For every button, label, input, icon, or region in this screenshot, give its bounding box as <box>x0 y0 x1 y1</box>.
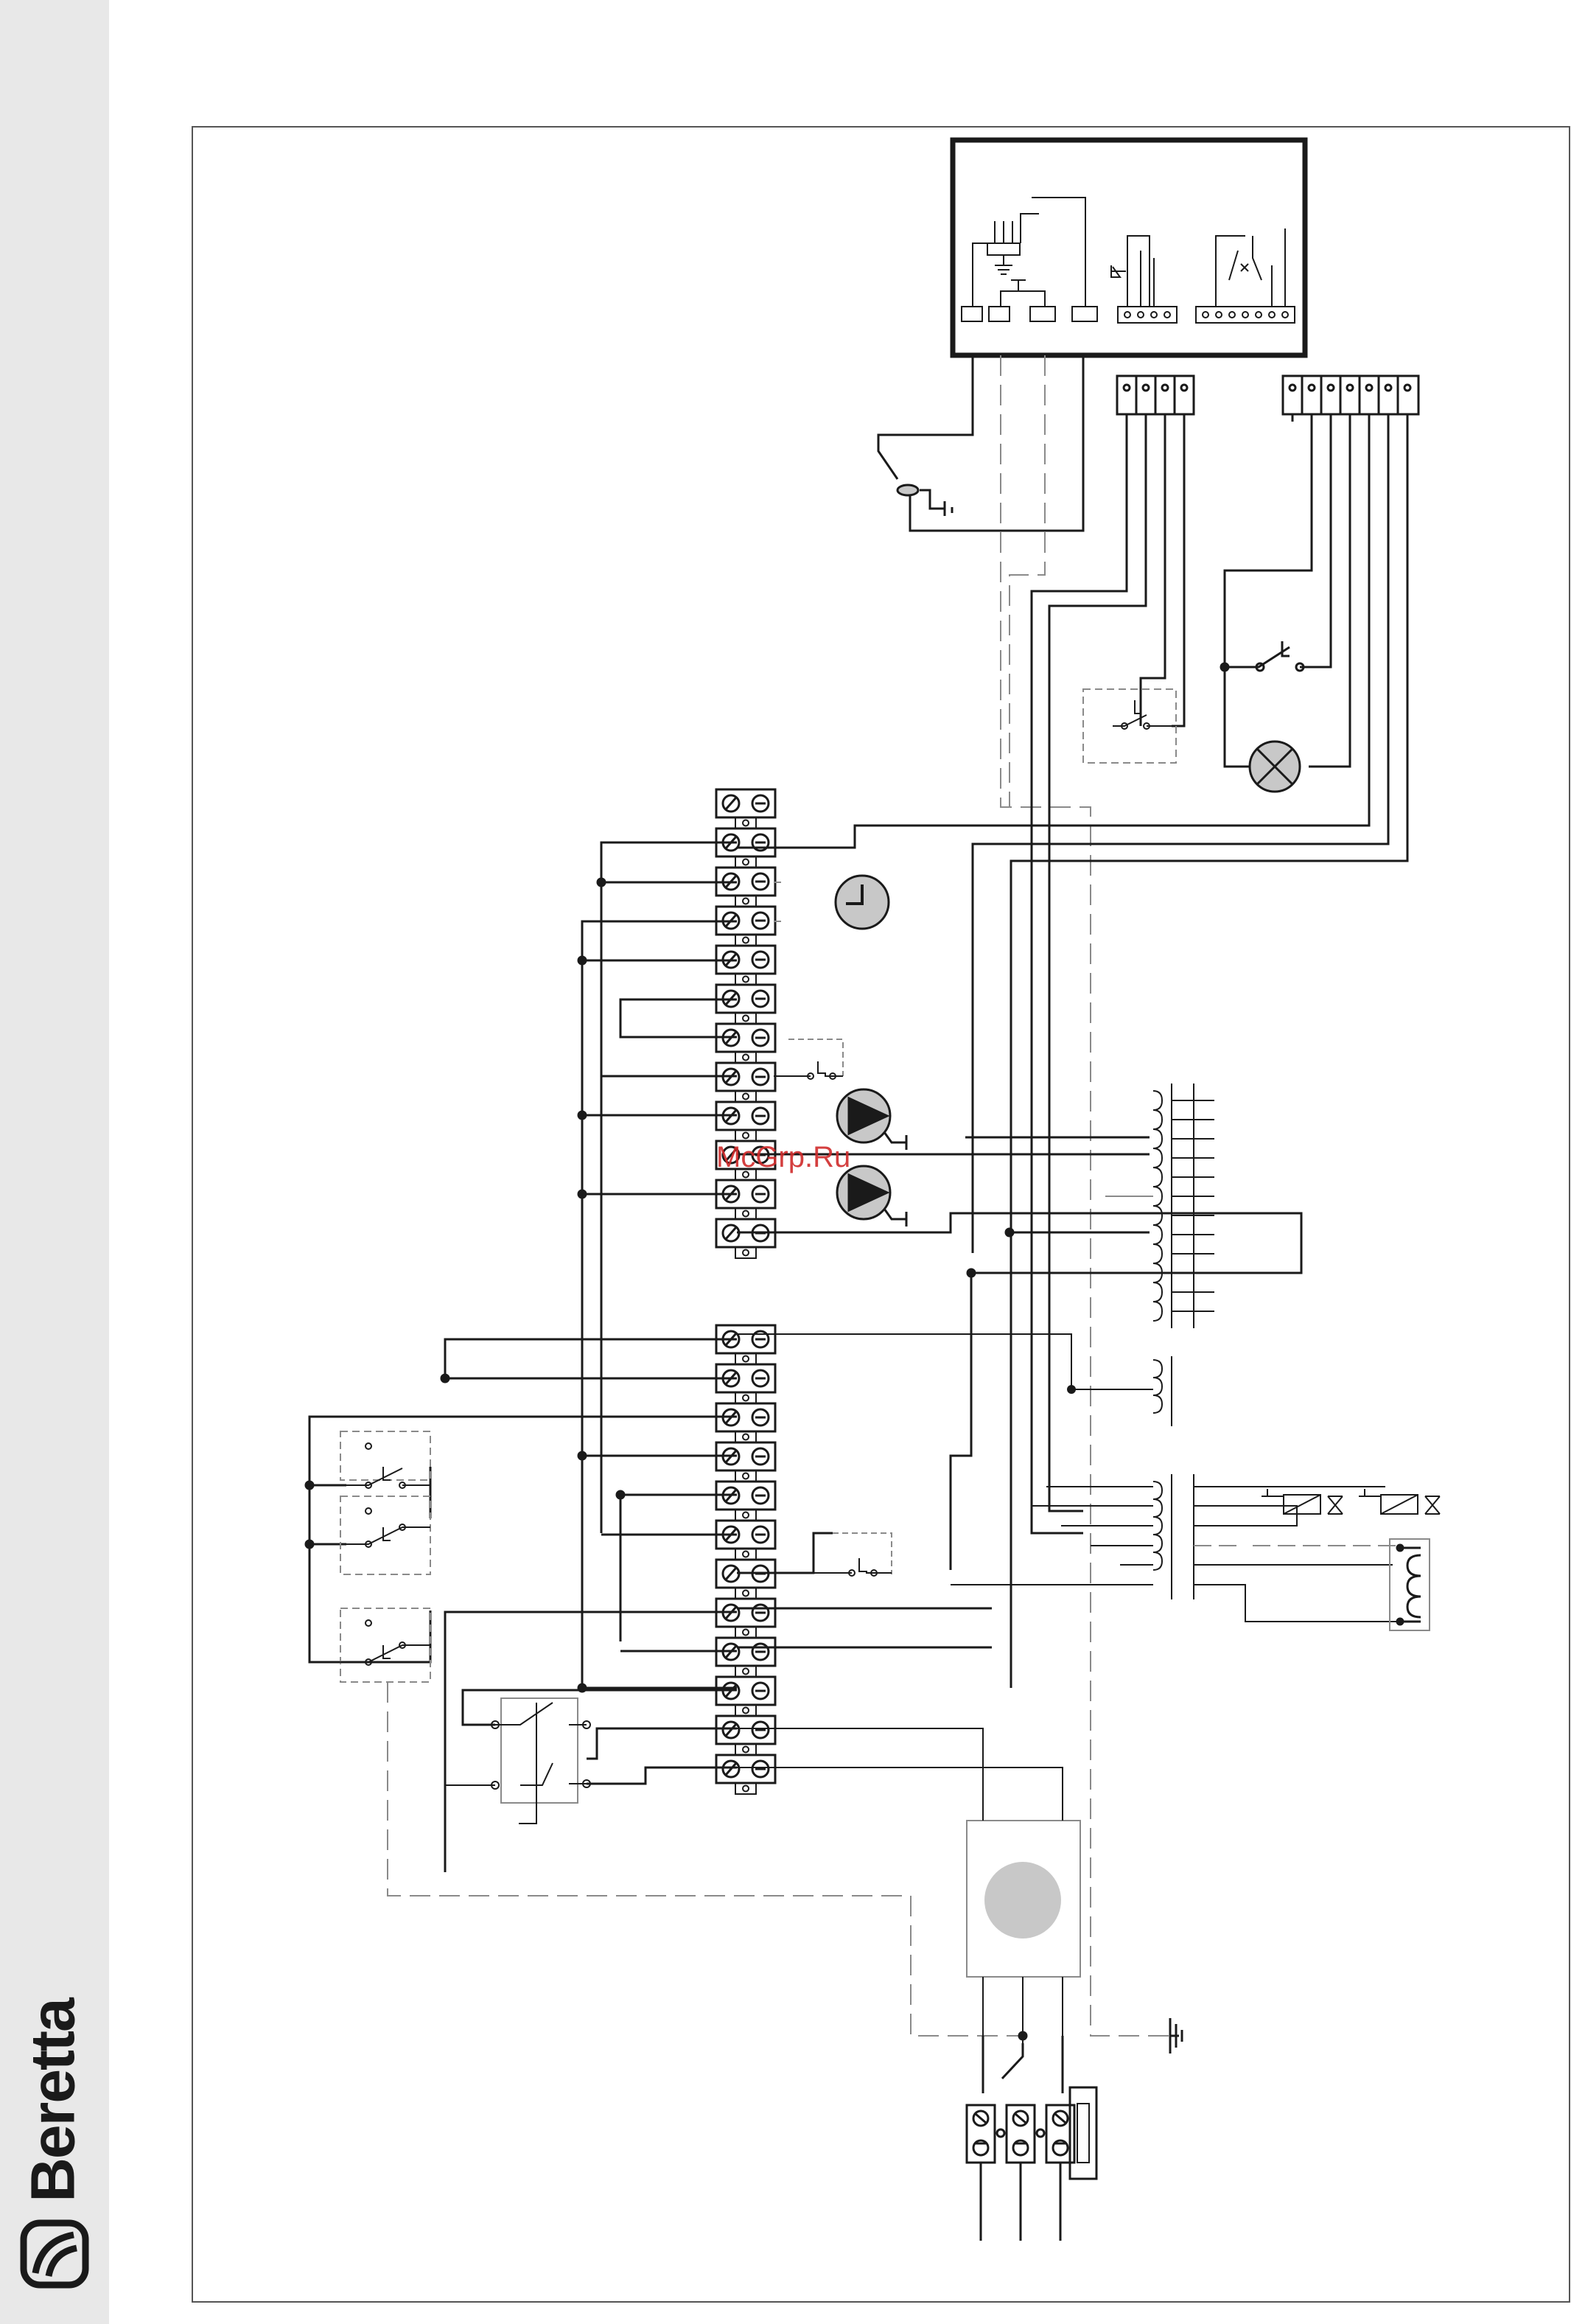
terminal <box>716 1482 775 1521</box>
terminal <box>716 1102 775 1141</box>
wires-lower-left <box>306 1339 992 1872</box>
dashed-earth-bottom <box>388 1682 1023 2036</box>
motor-icon <box>737 1728 1080 2043</box>
terminal <box>716 1180 775 1219</box>
terminal <box>716 1716 775 1755</box>
control-box-terminals-left <box>962 307 1097 321</box>
valve-icon <box>1359 1489 1440 1514</box>
ignition-electrode <box>878 355 1083 531</box>
terminal <box>716 789 775 828</box>
clock-icon <box>774 876 889 929</box>
heater-coil-icon <box>1390 1539 1430 1630</box>
terminal <box>716 1677 775 1716</box>
coil-icon <box>737 1334 1172 1426</box>
terminal <box>716 1599 775 1638</box>
connector-7pin <box>1283 376 1418 414</box>
double-switch-icon <box>445 1698 590 1824</box>
terminal-block-upper <box>716 789 775 1258</box>
terminal <box>716 1521 775 1560</box>
terminal <box>716 1219 775 1258</box>
terminal <box>716 1638 775 1677</box>
connector-4pin <box>1117 376 1194 414</box>
terminal <box>716 946 775 985</box>
wires-upper-left <box>578 842 1150 1688</box>
switch-icon <box>340 1496 430 1574</box>
terminal-block-lower <box>716 1325 775 1794</box>
thermostat-icon <box>814 1533 892 1576</box>
control-box-terminals-right <box>1196 307 1295 323</box>
control-box-relay-symbol <box>973 198 1285 307</box>
terminal <box>716 1560 775 1599</box>
terminal <box>716 1325 775 1364</box>
terminal <box>716 1364 775 1403</box>
watermark-text: McGrp.Ru <box>716 1141 850 1174</box>
terminal <box>716 907 775 946</box>
flow-switch <box>1083 689 1176 763</box>
terminal <box>716 868 775 907</box>
lamp-icon <box>1250 741 1300 792</box>
control-box-terminals-mid <box>1118 307 1177 323</box>
thermostat-icon <box>774 1039 843 1079</box>
terminal <box>716 1063 775 1102</box>
main-connector <box>1105 1084 1214 1328</box>
terminal <box>716 1442 775 1482</box>
pump-icon <box>837 1166 906 1226</box>
terminal <box>716 1755 775 1794</box>
wires-to-main-connector <box>951 1137 1301 1570</box>
terminal <box>716 1024 775 1063</box>
control-box <box>953 140 1305 355</box>
terminal <box>716 1403 775 1442</box>
valve-icon <box>1262 1489 1343 1514</box>
switch-icon <box>340 1431 430 1488</box>
mains-terminals <box>967 2036 1074 2241</box>
terminal <box>716 985 775 1024</box>
